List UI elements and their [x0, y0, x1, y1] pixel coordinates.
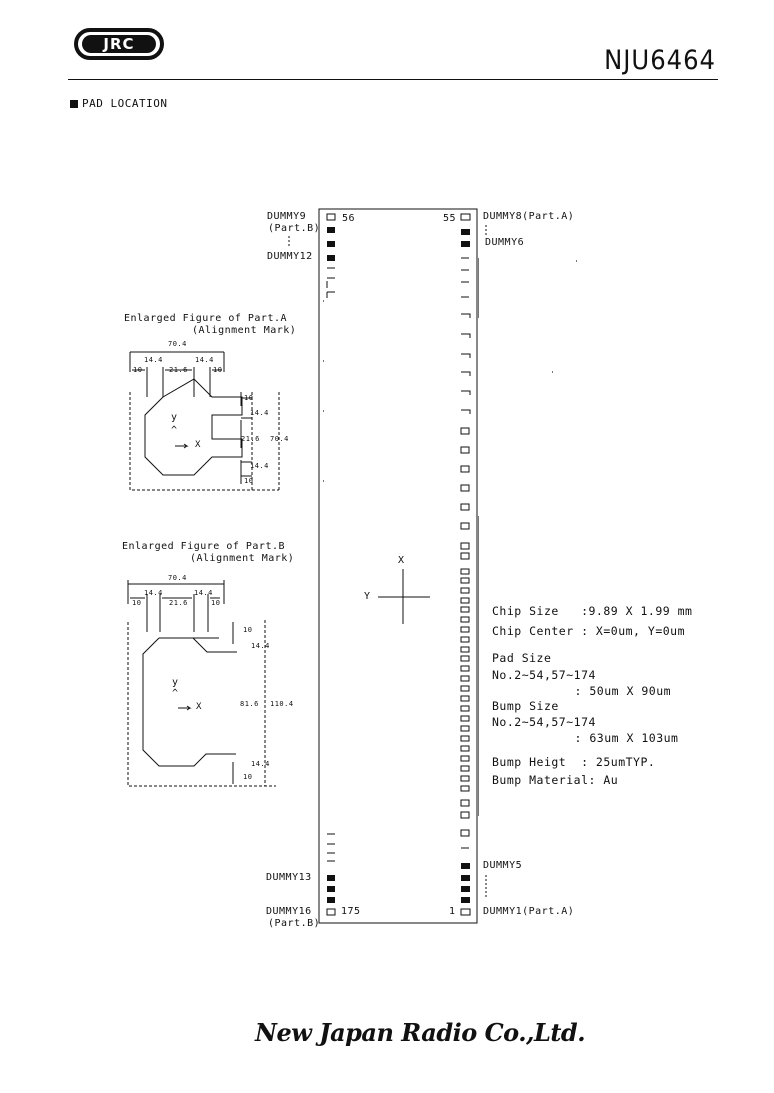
- part-b-dim-mid: 21.6: [169, 599, 188, 607]
- right-column-marks: [478, 258, 577, 816]
- bullet-square-icon: [70, 100, 78, 108]
- part-b-figure: [127, 580, 276, 787]
- part-b-y-label: y: [172, 677, 179, 688]
- part-b-dim-vmid: 81.6: [240, 700, 259, 708]
- part-a-subtitle: (Alignment Mark): [192, 325, 297, 336]
- part-a-figure: [129, 351, 280, 491]
- axis-y-label: Y: [364, 591, 371, 602]
- part-a-dim-a1: 10: [133, 366, 143, 374]
- spec-bump-material: Bump Material: Au: [492, 773, 619, 787]
- pad-dummy5: [461, 863, 470, 869]
- part-b-subtitle: (Alignment Mark): [190, 553, 295, 564]
- part-a-dim-v2: 14.4: [250, 409, 269, 417]
- part-a-dim-mid: 21.6: [169, 366, 188, 374]
- chip-axes-icon: [378, 569, 430, 624]
- label-dummy5: DUMMY5: [483, 860, 523, 871]
- part-b-dim-a1: 10: [132, 599, 142, 607]
- label-dummy9: DUMMY9: [267, 211, 307, 222]
- pad-1: [460, 908, 471, 916]
- spec-bump-range: No.2~54,57~174: [492, 715, 596, 729]
- part-a-dim-total-h: 70.4: [270, 435, 289, 443]
- pad-dummy: [461, 886, 470, 892]
- part-a-dim-v4: 10: [244, 477, 254, 485]
- pad-dummy: [327, 227, 335, 233]
- logo-text: JRC: [82, 35, 156, 53]
- spec-pad-size: Pad Size: [492, 651, 552, 665]
- right-pads-middle: [460, 427, 470, 837]
- part-a-title: Enlarged Figure of Part.A: [124, 313, 288, 324]
- pad-55: [460, 213, 471, 221]
- company-footer: New Japan Radio Co.,Ltd.: [255, 1018, 586, 1047]
- pad-dummy: [327, 886, 335, 892]
- label-dummy6: DUMMY6: [485, 237, 525, 248]
- part-b-dim-total-w: 70.4: [168, 574, 187, 582]
- pad-dummy: [327, 897, 335, 903]
- part-a-caret: ^: [171, 425, 178, 436]
- part-number: NJU6464: [604, 45, 716, 76]
- pad-dummy: [327, 241, 335, 247]
- pad-number-175: 175: [341, 906, 361, 917]
- part-b-dim-v3: 14.4: [251, 760, 270, 768]
- part-a-x-label: X: [195, 440, 201, 450]
- label-dummy1: DUMMY1(Part.A): [483, 906, 575, 917]
- spec-chip-center: Chip Center : X=0um, Y=0um: [492, 624, 686, 638]
- pad-175: [326, 908, 336, 916]
- part-a-y-label: y: [171, 412, 178, 423]
- part-a-dim-v1: 10: [244, 394, 254, 402]
- spec-chip-size: Chip Size :9.89 X 1.99 mm: [492, 604, 693, 618]
- part-a-dim-w2: 14.4: [195, 356, 214, 364]
- left-column-marks: [323, 300, 324, 482]
- left-pads-bottom: [327, 833, 335, 862]
- section-title-text: PAD LOCATION: [82, 97, 168, 110]
- pad-dummy12: [327, 255, 335, 261]
- label-part-b-top: (Part.B): [268, 223, 321, 234]
- part-b-caret: ^: [172, 688, 179, 699]
- header-rule: [68, 79, 718, 80]
- right-pads-upper: [461, 257, 471, 414]
- part-b-dim-v4: 10: [243, 773, 253, 781]
- axis-x-label: X: [398, 555, 405, 566]
- left-pads-top: [326, 267, 335, 298]
- part-b-dim-w2: 14.4: [194, 589, 213, 597]
- part-b-dim-a2: 10: [211, 599, 221, 607]
- part-b-dim-w1: 14.4: [144, 589, 163, 597]
- pad-56: [326, 213, 336, 221]
- pad-dummy: [461, 875, 470, 881]
- part-a-dim-v3: 14.4: [250, 462, 269, 470]
- part-b-title: Enlarged Figure of Part.B: [122, 541, 286, 552]
- label-dummy13: DUMMY13: [266, 872, 312, 883]
- label-dummy8: DUMMY8(Part.A): [483, 211, 575, 222]
- part-b-dim-total-h: 110.4: [270, 700, 294, 708]
- pad-dummy: [461, 897, 470, 903]
- part-a-dim-w1: 14.4: [144, 356, 163, 364]
- spec-bump-dims: : 63um X 103um: [530, 731, 679, 745]
- pad-dummy: [461, 229, 470, 235]
- spec-pad-range: No.2~54,57~174: [492, 668, 596, 682]
- part-b-dim-v1: 10: [243, 626, 253, 634]
- pad-number-56: 56: [342, 213, 356, 224]
- part-b-x-label: X: [196, 702, 202, 712]
- pad-dummy6: [461, 241, 470, 247]
- label-part-b-bottom: (Part.B): [268, 918, 321, 929]
- chip-outline: [318, 208, 478, 924]
- spec-bump-height: Bump Heigt : 25umTYP.: [492, 755, 656, 769]
- part-a-dim-a2: 10: [213, 366, 223, 374]
- spec-pad-dims: : 50um X 90um: [530, 684, 672, 698]
- part-b-dim-v2: 14.4: [251, 642, 270, 650]
- section-title: PAD LOCATION: [70, 97, 167, 110]
- jrc-logo: JRC: [74, 28, 164, 60]
- pad-dummy13: [327, 875, 335, 881]
- part-a-dim-total-w: 70.4: [168, 340, 187, 348]
- label-dummy12: DUMMY12: [267, 251, 313, 262]
- part-a-dim-vmid: 21.6: [241, 435, 260, 443]
- pad-number-1: 1: [449, 906, 456, 917]
- pad-number-55: 55: [443, 213, 457, 224]
- label-dummy16: DUMMY16: [266, 906, 312, 917]
- label-leaders: [288, 225, 487, 897]
- spec-bump-size: Bump Size: [492, 699, 559, 713]
